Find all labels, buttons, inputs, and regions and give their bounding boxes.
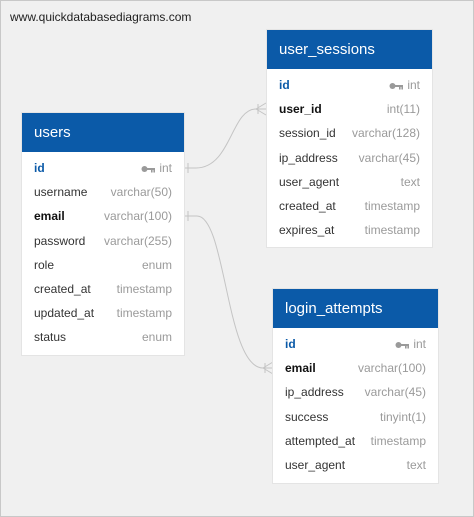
table-columns-user-sessions: id int user_id int(11) session_id varchar(1…	[267, 69, 432, 242]
column-type: timestamp	[364, 223, 420, 238]
column-type: int(11)	[386, 102, 420, 117]
column-type: timestamp	[116, 306, 172, 321]
column-row[interactable]: ip_address varchar(45)	[273, 380, 438, 404]
column-row[interactable]: id int	[22, 156, 184, 180]
column-name: created_at	[34, 281, 91, 296]
column-name: id	[285, 337, 296, 351]
column-name: success	[285, 409, 329, 424]
column-name: created_at	[279, 198, 336, 213]
column-type: tinyint(1)	[379, 409, 426, 424]
column-row[interactable]: user_agent text	[273, 453, 438, 477]
key-icon	[141, 165, 156, 173]
column-row[interactable]: success tinyint(1)	[273, 405, 438, 429]
relationship-users-id-to-user-sessions-user-id	[184, 108, 266, 169]
column-type: varchar(100)	[103, 209, 172, 224]
relationship-users-email-to-login-attempts-email	[184, 215, 273, 369]
column-name: email	[34, 209, 65, 224]
key-icon	[389, 82, 404, 90]
column-name: session_id	[279, 126, 336, 141]
column-row[interactable]: expires_at timestamp	[267, 218, 432, 242]
key-icon	[395, 341, 410, 349]
column-name: password	[34, 233, 86, 248]
column-type: timestamp	[116, 281, 172, 296]
table-title-users[interactable]: users	[22, 113, 184, 152]
column-type: int	[395, 332, 426, 356]
column-row[interactable]: user_agent text	[267, 170, 432, 194]
column-name: status	[34, 330, 67, 345]
table-columns-users: id int username varchar(50) email varchar(1…	[22, 152, 184, 350]
column-row[interactable]: status enum	[22, 325, 184, 349]
column-row[interactable]: created_at timestamp	[267, 194, 432, 218]
site-watermark: www.quickdatabasediagrams.com	[10, 10, 192, 24]
column-name: email	[285, 361, 316, 376]
column-row[interactable]: id int	[267, 73, 432, 97]
column-row[interactable]: email varchar(100)	[273, 356, 438, 380]
column-row[interactable]: id int	[273, 332, 438, 356]
column-type: enum	[141, 257, 172, 272]
column-row[interactable]: username varchar(50)	[22, 180, 184, 204]
column-row[interactable]: created_at timestamp	[22, 277, 184, 301]
column-type: text	[406, 457, 426, 472]
column-name: role	[34, 257, 55, 272]
column-type: varchar(45)	[358, 150, 420, 165]
column-type: timestamp	[370, 433, 426, 448]
column-type-text: int	[407, 78, 420, 92]
column-type: timestamp	[364, 198, 420, 213]
column-row[interactable]: role enum	[22, 253, 184, 277]
table-login-attempts[interactable]: login_attempts id int email varchar(100) i…	[273, 289, 438, 483]
column-name: id	[279, 78, 290, 92]
column-row[interactable]: updated_at timestamp	[22, 301, 184, 325]
column-type: varchar(50)	[110, 185, 172, 200]
column-name: user_agent	[285, 457, 346, 472]
column-type-text: int	[413, 337, 426, 351]
column-name: expires_at	[279, 223, 335, 238]
column-name: username	[34, 185, 88, 200]
column-type: int	[141, 156, 172, 180]
column-type-text: int	[159, 161, 172, 175]
column-name: attempted_at	[285, 433, 356, 448]
table-title-login-attempts[interactable]: login_attempts	[273, 289, 438, 328]
column-type: int	[389, 73, 420, 97]
column-row[interactable]: user_id int(11)	[267, 97, 432, 121]
table-user-sessions[interactable]: user_sessions id int user_id int(11) sessi…	[267, 30, 432, 247]
column-row[interactable]: ip_address varchar(45)	[267, 146, 432, 170]
column-row[interactable]: session_id varchar(128)	[267, 121, 432, 145]
column-type: varchar(45)	[364, 385, 426, 400]
column-row[interactable]: attempted_at timestamp	[273, 429, 438, 453]
column-row[interactable]: password varchar(255)	[22, 229, 184, 253]
table-users[interactable]: users id int username varchar(50) email var…	[22, 113, 184, 355]
column-name: id	[34, 161, 45, 175]
column-type: text	[400, 174, 420, 189]
table-columns-login-attempts: id int email varchar(100) ip_address varcha…	[273, 328, 438, 477]
column-type: enum	[141, 330, 172, 345]
column-type: varchar(128)	[351, 126, 420, 141]
column-name: updated_at	[34, 306, 95, 321]
table-title-user-sessions[interactable]: user_sessions	[267, 30, 432, 69]
column-row[interactable]: email varchar(100)	[22, 204, 184, 228]
many-marker-login-attempts-email	[262, 361, 274, 375]
column-type: varchar(255)	[103, 233, 172, 248]
many-marker-user-sessions-user-id	[255, 102, 267, 116]
column-name: ip_address	[279, 150, 338, 165]
column-name: user_id	[279, 102, 322, 117]
column-name: ip_address	[285, 385, 344, 400]
column-name: user_agent	[279, 174, 340, 189]
column-type: varchar(100)	[357, 361, 426, 376]
